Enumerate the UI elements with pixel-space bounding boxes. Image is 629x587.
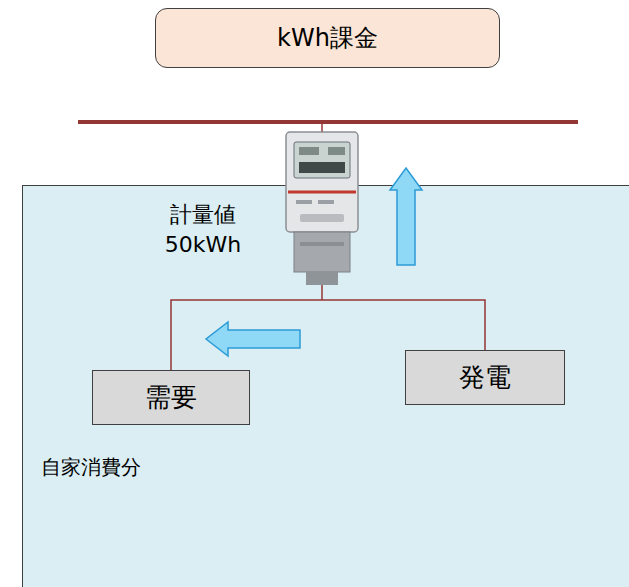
billing-box: kWh課金 [155, 8, 500, 68]
generation-box: 発電 [405, 350, 565, 405]
wire [171, 300, 485, 370]
meter-reading-label: 計量値 50kWh [158, 200, 248, 260]
box-label: kWh課金 [277, 22, 378, 54]
premises-region: 自家消費分 需要 発電 [22, 185, 629, 587]
meter-symbol [286, 132, 358, 285]
demand-box: 需要 [92, 370, 250, 425]
box-label: 発電 [459, 360, 511, 395]
power-bus [78, 120, 578, 124]
box-label: 需要 [145, 380, 197, 415]
region-label: 自家消費分 [41, 454, 141, 481]
meter-wire [321, 122, 323, 300]
flow-arrow-up [390, 168, 422, 265]
flow-arrow-left [206, 322, 300, 356]
